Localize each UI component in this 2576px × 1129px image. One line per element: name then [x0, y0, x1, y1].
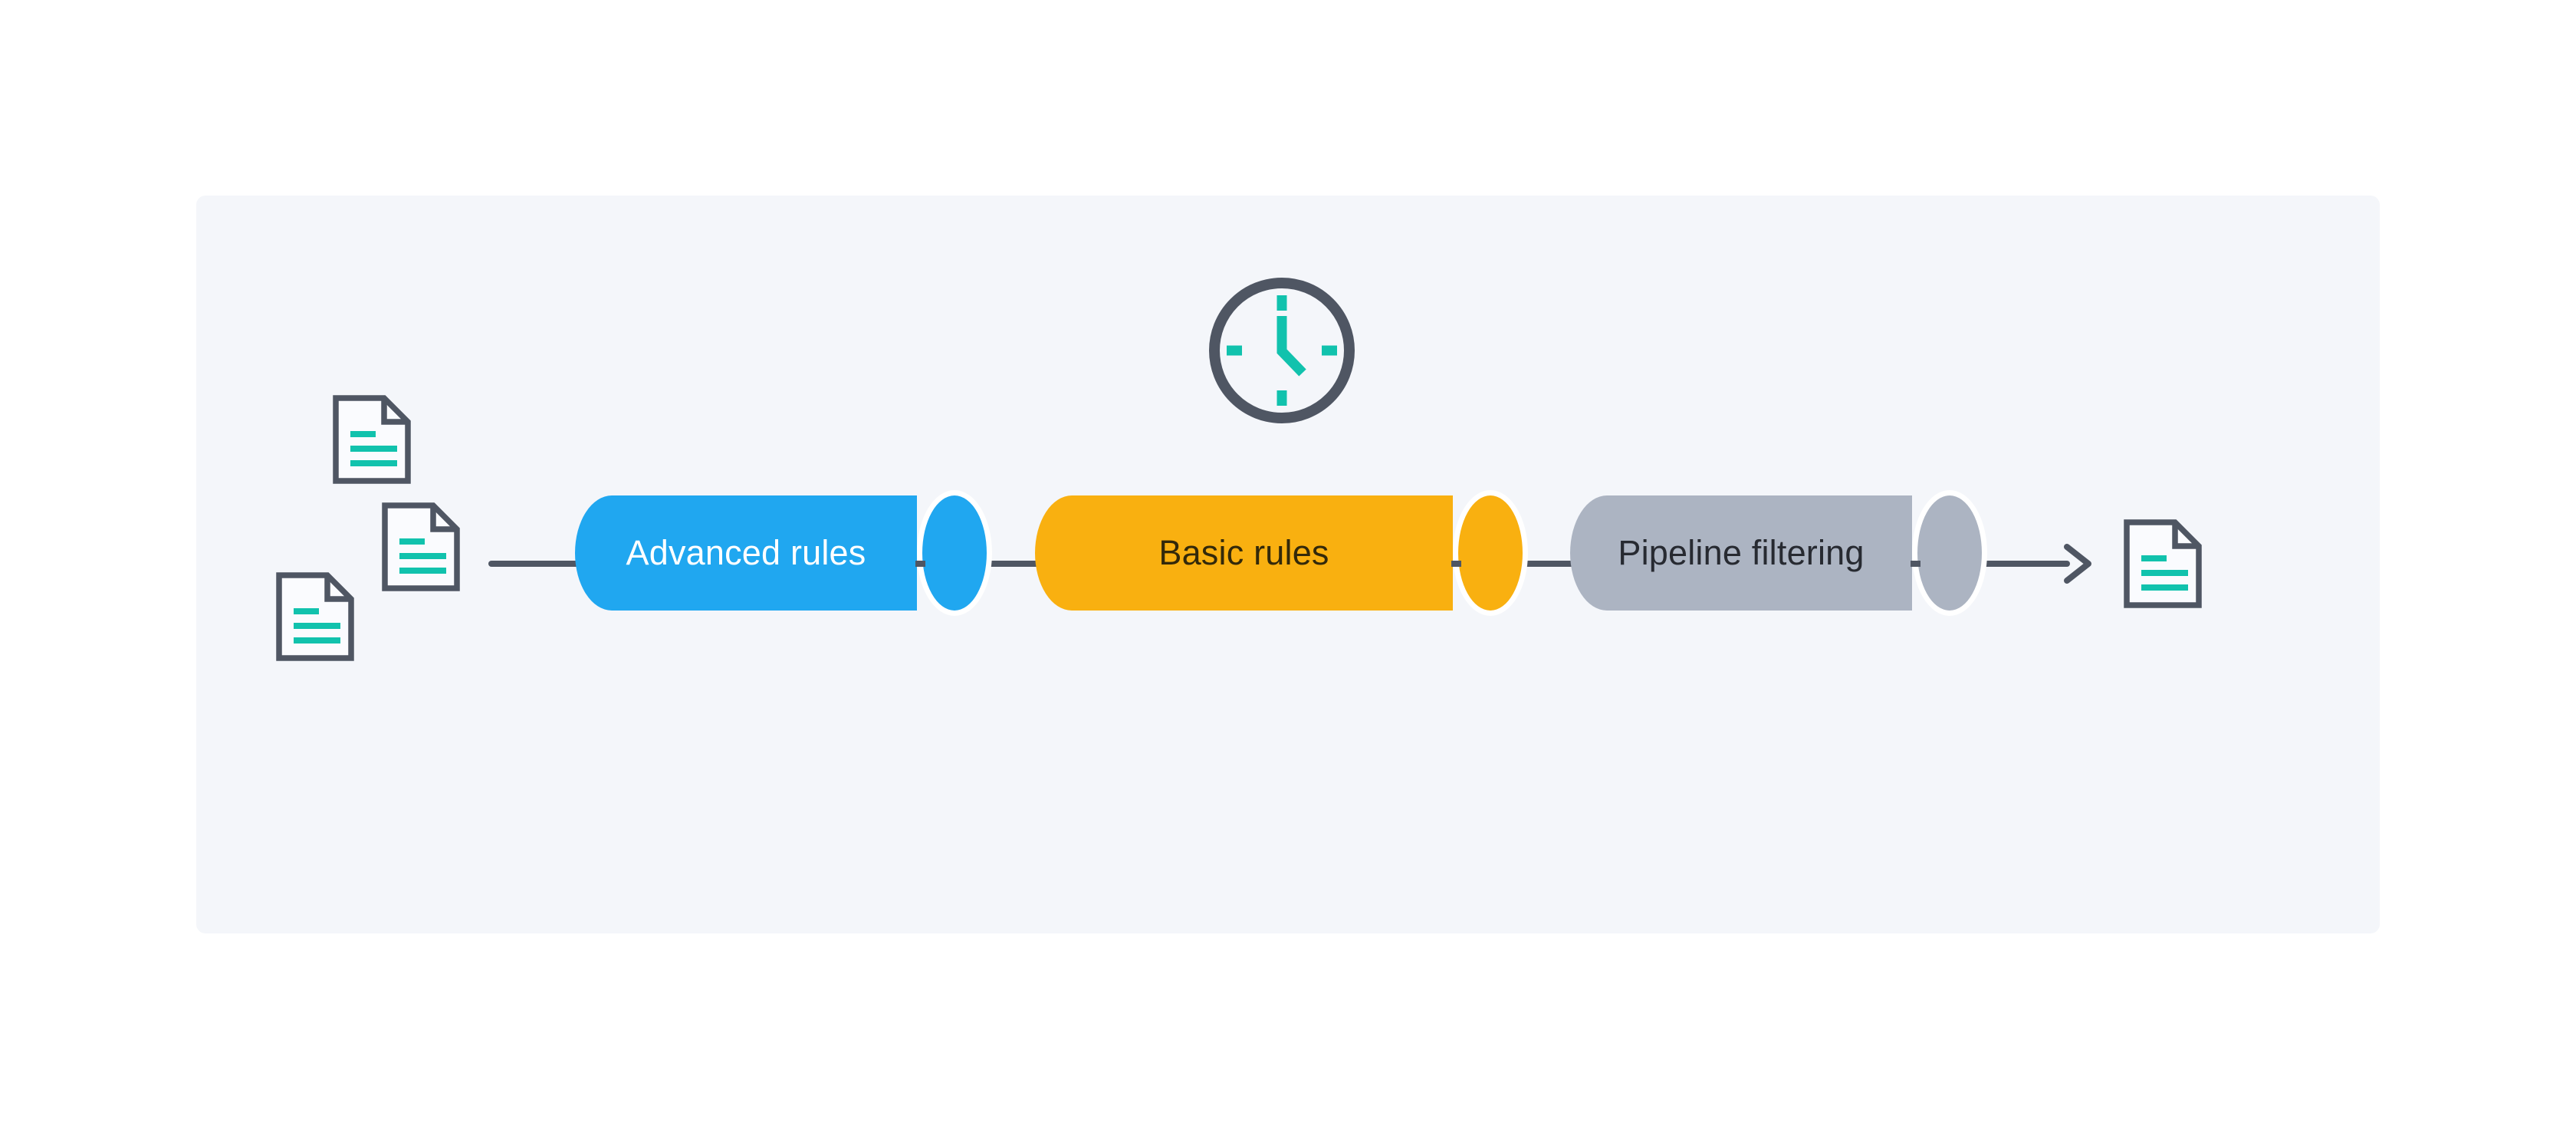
clock-tick-6: [1276, 390, 1287, 406]
clock-ring: [1209, 278, 1355, 423]
arrow-right-icon: [2064, 544, 2091, 584]
line-showthrough: [915, 561, 925, 567]
doc-fold-corner: [381, 398, 408, 425]
stage-pipeline-filtering: Pipeline filtering: [1570, 490, 1987, 616]
document-icon: [2124, 519, 2202, 608]
stage-label: Basic rules: [1158, 533, 1329, 572]
cylinder-body: [575, 495, 917, 611]
stage-basic-rules: Basic rules: [1035, 490, 1528, 616]
cylinder-cap: [917, 490, 992, 616]
doc-outline: [382, 502, 460, 591]
doc-fold-corner: [430, 505, 457, 532]
doc-fold-corner: [324, 575, 351, 602]
stage-label: Pipeline filtering: [1618, 533, 1865, 572]
output-document-icon: [2122, 518, 2203, 610]
arrowhead-chevron: [2064, 544, 2091, 584]
arrow-right-icon: [2059, 539, 2098, 588]
cylinder-cap: [1912, 490, 1987, 616]
document-icon: [276, 572, 354, 661]
line-showthrough: [1911, 561, 1921, 567]
line-showthrough: [1451, 561, 1461, 567]
stage-label: Advanced rules: [626, 533, 866, 572]
stage-advanced-rules: Advanced rules: [575, 490, 992, 616]
cylinder-cap: [1453, 490, 1528, 616]
clock-tick-3: [1322, 345, 1337, 356]
doc-outline: [276, 572, 354, 661]
clock-icon: [1209, 278, 1355, 423]
doc-fold-corner: [2172, 522, 2199, 549]
doc-outline: [333, 395, 411, 484]
document-icon: [382, 502, 460, 591]
input-document-icon: [274, 571, 356, 663]
document-icon: [333, 395, 411, 484]
cylinder-body: [1570, 495, 1912, 611]
input-document-icon: [380, 501, 462, 593]
cylinder-body: [1035, 495, 1453, 611]
doc-outline: [2124, 519, 2202, 608]
clock-icon: [1205, 274, 1359, 427]
clock-hands: [1276, 316, 1306, 377]
input-document-icon: [331, 393, 412, 486]
clock-tick-12: [1276, 295, 1287, 311]
clock-tick-9: [1227, 345, 1242, 356]
